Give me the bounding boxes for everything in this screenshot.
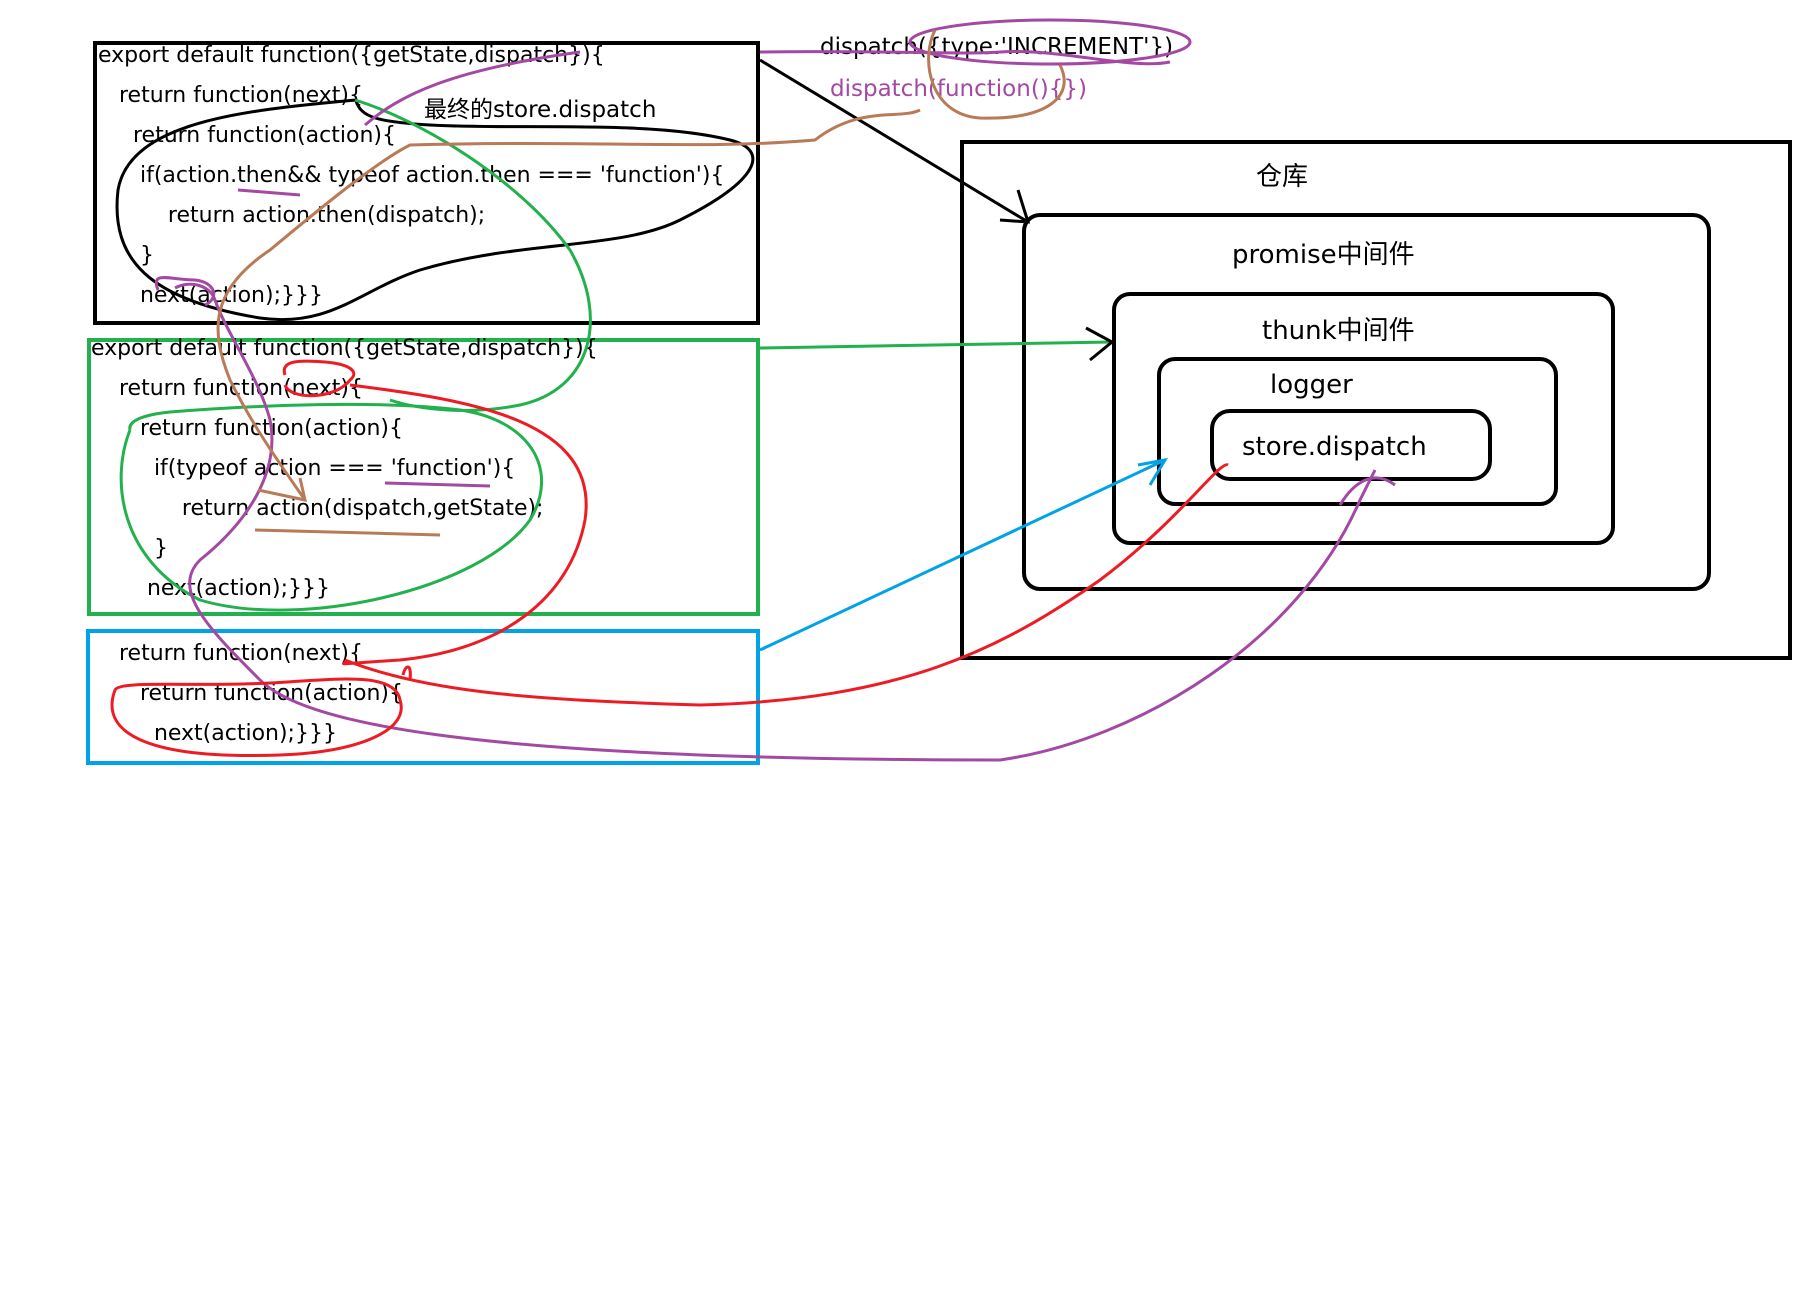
thunk-code-line-7: next(action);}}} — [91, 576, 330, 601]
store-dispatch-label: store.dispatch — [1242, 432, 1427, 462]
thunk-code-line-3: return function(action){ — [91, 416, 403, 441]
promise-code-line-5: return action.then(dispatch); — [98, 203, 486, 228]
promise-code-line-3: return function(action){ — [98, 123, 396, 148]
store-dispatch-box — [1210, 409, 1492, 481]
logger-middleware-box — [86, 629, 760, 765]
promise-to-layer-arrow — [759, 58, 1029, 224]
thunk-layer-box — [1112, 292, 1615, 545]
dispatch-object-oval — [908, 18, 1192, 66]
final-dispatch-annotation: 最终的store.dispatch — [424, 97, 657, 123]
brown-flow — [216, 108, 921, 537]
purple-underline-function — [384, 481, 491, 488]
thunk-middleware-box — [87, 338, 760, 616]
promise-middleware-box — [93, 41, 760, 325]
promise-code-line-6: } — [98, 243, 154, 268]
dispatch-function-annotation: dispatch(function(){}) — [830, 76, 1088, 102]
thunk-code-line-2: return function(next){ — [91, 376, 364, 401]
red-hook — [401, 665, 412, 681]
store-title: 仓库 — [1256, 162, 1309, 192]
logger-to-layer-arrow — [759, 458, 1166, 652]
dispatch-object-annotation: dispatch({type:'INCREMENT'}) — [820, 34, 1174, 60]
promise-action-outline — [115, 98, 755, 322]
promise-arrowhead — [999, 189, 1031, 224]
red-chain — [342, 383, 1229, 707]
purple-underline-then — [237, 188, 301, 197]
thunk-next-loop — [354, 98, 592, 412]
promise-code-line-4: if(action.then&& typeof action.then === … — [98, 163, 725, 188]
thunk-to-layer-arrow — [759, 340, 1113, 350]
dispatch-function-oval — [927, 29, 1066, 120]
thunk-code-line-1: export default function({getState,dispat… — [91, 336, 598, 361]
thunk-code-line-6: } — [91, 536, 168, 561]
dispatch-object-trail — [759, 50, 1171, 66]
thunk-layer-label: thunk中间件 — [1262, 316, 1415, 346]
logger-action-red-loop — [110, 677, 403, 758]
promise-layer-box — [1022, 213, 1711, 591]
store-outer-box — [960, 140, 1792, 660]
purple-chain — [174, 50, 1396, 762]
promise-code-line-2: return function(next){ — [98, 83, 364, 108]
logger-arrowhead — [1137, 457, 1168, 486]
logger-code-line-3: next(action);}}} — [91, 721, 337, 746]
logger-layer-label: logger — [1270, 370, 1353, 400]
thunk-code-line-4: if(typeof action === 'function'){ — [91, 456, 516, 481]
promise-layer-label: promise中间件 — [1232, 240, 1415, 270]
purple-next-oval — [154, 276, 216, 307]
thunk-action-loop — [119, 402, 543, 612]
logger-code-line-1: return function(next){ — [91, 641, 364, 666]
next-red-oval — [282, 359, 356, 398]
thunk-arrowhead — [1085, 326, 1115, 362]
